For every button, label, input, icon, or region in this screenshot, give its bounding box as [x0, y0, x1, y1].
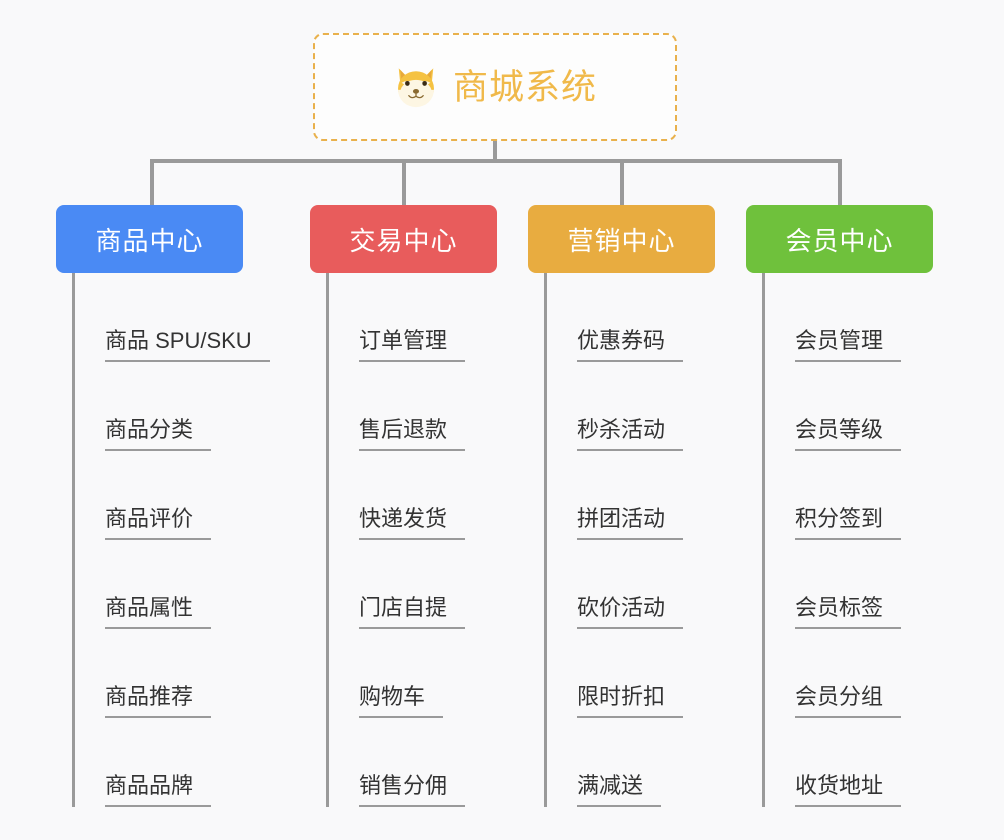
leaf-label: 商品评价 — [105, 508, 212, 540]
list-item[interactable]: 砍价活动 — [547, 540, 684, 629]
drop-connector-2 — [402, 159, 406, 205]
leaf-label: 会员等级 — [795, 419, 902, 451]
branch-column-3: 营销中心 优惠券码 秒杀活动 拼团活动 砍价活动 限时折扣 满减送 — [528, 205, 715, 807]
branch-header-label-3: 营销中心 — [567, 225, 676, 256]
list-item[interactable]: 订单管理 — [329, 273, 466, 362]
leaf-label: 销售分佣 — [359, 775, 466, 807]
leaf-label: 购物车 — [359, 686, 444, 718]
branch-header-1[interactable]: 商品中心 — [56, 205, 243, 273]
branch-column-2: 交易中心 订单管理 售后退款 快递发货 门店自提 购物车 销售分佣 — [310, 205, 497, 807]
list-item[interactable]: 限时折扣 — [547, 629, 684, 718]
leaf-label: 会员标签 — [795, 597, 902, 629]
drop-connector-1 — [150, 159, 154, 205]
leaf-list-4: 会员管理 会员等级 积分签到 会员标签 会员分组 收货地址 — [762, 273, 902, 807]
leaf-label: 快递发货 — [359, 508, 466, 540]
leaf-label: 秒杀活动 — [577, 419, 684, 451]
branch-header-label-2: 交易中心 — [349, 225, 458, 256]
leaf-label: 积分签到 — [795, 508, 902, 540]
list-item[interactable]: 销售分佣 — [329, 718, 466, 807]
list-item[interactable]: 会员标签 — [765, 540, 902, 629]
leaf-label: 门店自提 — [359, 597, 466, 629]
list-item[interactable]: 快递发货 — [329, 451, 466, 540]
list-item[interactable]: 商品属性 — [75, 540, 270, 629]
list-item[interactable]: 购物车 — [329, 629, 465, 718]
leaf-label: 商品分类 — [105, 419, 212, 451]
branch-header-label-4: 会员中心 — [785, 225, 894, 256]
list-item[interactable]: 积分签到 — [765, 451, 902, 540]
list-item[interactable]: 商品评价 — [75, 451, 270, 540]
leaf-label: 商品属性 — [105, 597, 212, 629]
leaf-label: 限时折扣 — [577, 686, 684, 718]
leaf-list-3: 优惠券码 秒杀活动 拼团活动 砍价活动 限时折扣 满减送 — [544, 273, 684, 807]
drop-connector-4 — [838, 159, 842, 205]
leaf-label: 砍价活动 — [577, 597, 684, 629]
leaf-label: 订单管理 — [359, 330, 466, 362]
drop-connector-3 — [620, 159, 624, 205]
list-item[interactable]: 收货地址 — [765, 718, 902, 807]
leaf-label: 收货地址 — [795, 775, 902, 807]
leaf-list-2: 订单管理 售后退款 快递发货 门店自提 购物车 销售分佣 — [326, 273, 466, 807]
list-item[interactable]: 门店自提 — [329, 540, 466, 629]
list-item[interactable]: 会员等级 — [765, 362, 902, 451]
root-node-card[interactable]: 商城系统 — [313, 33, 677, 141]
list-item[interactable]: 会员分组 — [765, 629, 902, 718]
root-node-title: 商城系统 — [452, 67, 597, 107]
branch-header-4[interactable]: 会员中心 — [746, 205, 933, 273]
leaf-label: 商品推荐 — [105, 686, 212, 718]
list-item[interactable]: 商品分类 — [75, 362, 270, 451]
list-item[interactable]: 会员管理 — [765, 273, 902, 362]
leaf-label: 会员分组 — [795, 686, 902, 718]
branch-column-4: 会员中心 会员管理 会员等级 积分签到 会员标签 会员分组 收货地址 — [746, 205, 933, 807]
leaf-list-1: 商品 SPU/SKU 商品分类 商品评价 商品属性 商品推荐 商品品牌 — [72, 273, 270, 807]
branch-column-1: 商品中心 商品 SPU/SKU 商品分类 商品评价 商品属性 商品推荐 商品品牌 — [56, 205, 270, 807]
leaf-label: 拼团活动 — [577, 508, 684, 540]
list-item[interactable]: 售后退款 — [329, 362, 466, 451]
leaf-label: 会员管理 — [795, 330, 902, 362]
leaf-label: 优惠券码 — [577, 330, 684, 362]
shiba-dog-icon — [398, 68, 434, 108]
list-item[interactable]: 秒杀活动 — [547, 362, 684, 451]
leaf-label: 商品 SPU/SKU — [105, 330, 270, 362]
branch-header-2[interactable]: 交易中心 — [310, 205, 497, 273]
list-item[interactable]: 满减送 — [547, 718, 683, 807]
leaf-label: 商品品牌 — [105, 775, 212, 807]
leaf-label: 售后退款 — [359, 419, 466, 451]
branch-header-label-1: 商品中心 — [95, 225, 204, 256]
list-item[interactable]: 商品品牌 — [75, 718, 270, 807]
branch-header-3[interactable]: 营销中心 — [528, 205, 715, 273]
bus-connector — [150, 159, 842, 163]
leaf-label: 满减送 — [577, 775, 662, 807]
list-item[interactable]: 商品 SPU/SKU — [75, 273, 270, 362]
list-item[interactable]: 拼团活动 — [547, 451, 684, 540]
trunk-connector — [493, 141, 497, 163]
list-item[interactable]: 优惠券码 — [547, 273, 684, 362]
list-item[interactable]: 商品推荐 — [75, 629, 270, 718]
